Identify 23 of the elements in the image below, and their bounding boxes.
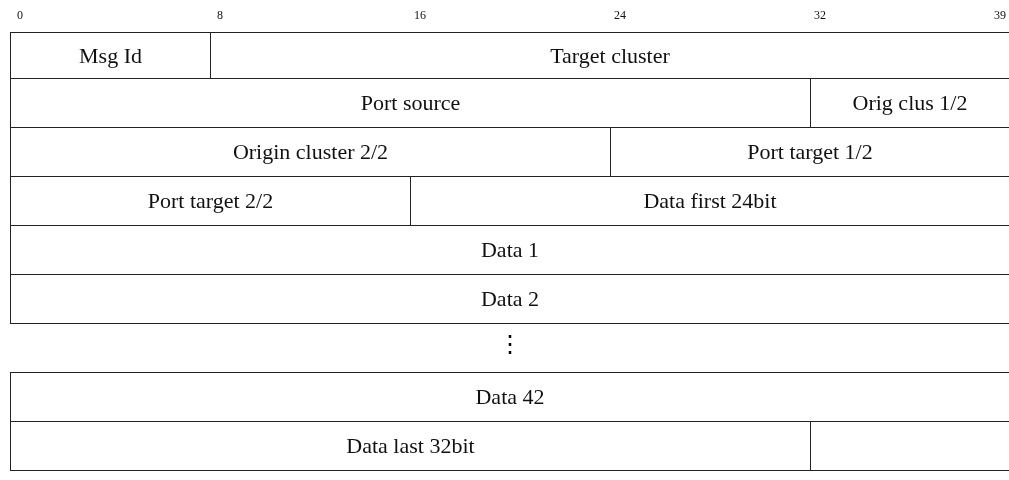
field-label: Origin cluster 2/2	[232, 139, 389, 165]
field-label: Data 1	[481, 237, 539, 263]
field-label: Port source	[360, 90, 461, 116]
field-label: Port target 1/2	[747, 139, 873, 165]
bit-index: 39	[994, 8, 1006, 23]
bit-index: 16	[414, 8, 426, 23]
field-label: Orig clus 1/2	[852, 90, 968, 116]
ellipsis-mark: ⋮	[498, 332, 522, 356]
field-label: Data 42	[475, 384, 545, 410]
packet-field	[10, 32, 211, 79]
field-label: Data last 32bit	[346, 433, 475, 459]
bit-index: 24	[614, 8, 626, 23]
field-label: Data 2	[481, 286, 539, 312]
bit-index: 0	[17, 8, 23, 23]
field-label: Target cluster	[550, 42, 670, 69]
packet-field	[10, 372, 1009, 422]
packet-field	[10, 274, 1009, 324]
field-label: Msg Id	[79, 42, 142, 69]
packet-field	[10, 421, 811, 471]
bit-index: 8	[217, 8, 223, 23]
field-label: Port target 2/2	[147, 188, 274, 214]
bit-index: 32	[814, 8, 826, 23]
field-label: Data first 24bit	[643, 188, 777, 214]
